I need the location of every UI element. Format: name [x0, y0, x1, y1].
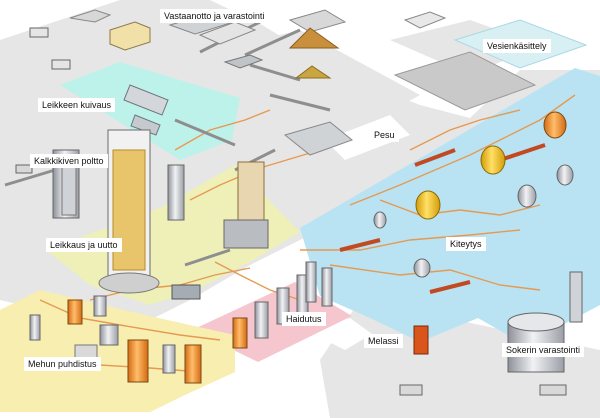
zone-juice-purification: [0, 290, 235, 412]
crystallizer-2: [480, 145, 506, 175]
diffusion-tower-base: [98, 272, 160, 294]
wash-building: [283, 121, 354, 156]
pulp-press-drum: [171, 284, 201, 300]
label-leikkaus-ja-uutto: Leikkaus ja uutto: [46, 238, 122, 252]
molasses-tank: [413, 325, 429, 355]
crystallizer-7: [413, 258, 431, 278]
crystallizer-4: [517, 184, 537, 208]
label-kiteytys: Kiteytys: [446, 237, 486, 251]
diffusion-tower-interior: [112, 149, 146, 271]
zone-water-basin: [393, 51, 537, 111]
drying-drum-2: [130, 114, 161, 136]
beet-pile-1: [288, 27, 340, 49]
crystallizers: [373, 111, 574, 278]
pulp-press-tank: [167, 164, 185, 221]
juice-tank-7: [184, 344, 202, 384]
label-vesienkasittely: Vesienkäsittely: [483, 39, 551, 53]
roller-conveyors: [339, 143, 546, 294]
pulp-silo-frame: [223, 219, 269, 249]
label-kalkkikiven-poltto: Kalkkikiven poltto: [30, 154, 108, 168]
juice-tank-1: [29, 314, 41, 341]
zone-molasses-pad: [315, 318, 372, 350]
zone-drying: [60, 62, 240, 160]
label-sokerin-varastointi: Sokerin varastointi: [502, 343, 585, 357]
evaporator-5: [305, 261, 317, 303]
juice-tank-4: [99, 324, 119, 346]
beet-pile-2: [294, 65, 332, 79]
crystallizer-5: [556, 164, 574, 186]
label-haidutus: Haidutus: [282, 312, 326, 326]
zone-crystallization: [300, 68, 600, 345]
trucks: [15, 27, 567, 396]
juice-tank-3: [93, 295, 107, 317]
label-mehun-puhdistus: Mehun puhdistus: [24, 357, 101, 371]
drying-drum: [123, 84, 169, 116]
juice-tank-2: [67, 299, 83, 325]
juice-tank-5: [127, 339, 149, 383]
evaporator-2: [254, 301, 269, 339]
juice-tank-6: [162, 344, 176, 374]
lime-kiln-2: [61, 164, 77, 216]
evaporator-6: [321, 267, 333, 307]
sugar-silo-roof: [507, 312, 565, 332]
label-leikkeen-kuivaus: Leikkeen kuivaus: [38, 98, 116, 112]
label-vastaanotto: Vastaanotto ja varastointi: [160, 9, 269, 23]
zone-wash-pad: [325, 115, 410, 160]
evaporator-1: [232, 317, 248, 349]
sugar-silo-feeder: [569, 271, 583, 323]
label-pesu: Pesu: [370, 128, 399, 142]
crystallizer-3: [543, 111, 567, 139]
crystallizer-1: [415, 190, 441, 220]
water-treatment-building: [403, 11, 447, 29]
crystallizer-6: [373, 211, 387, 229]
label-melassi: Melassi: [364, 334, 403, 348]
